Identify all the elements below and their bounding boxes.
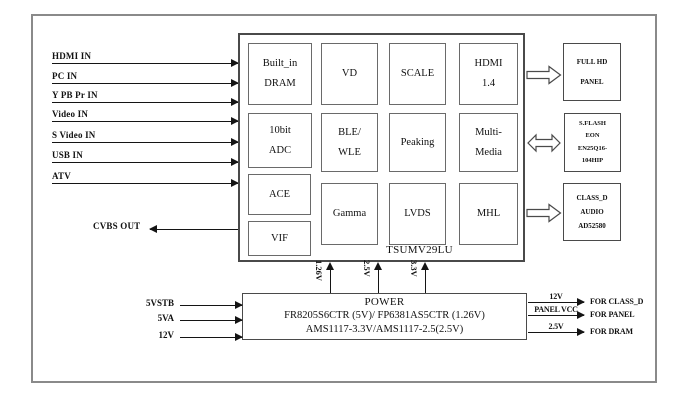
input-label-svideo: S Video IN — [52, 130, 96, 140]
peripheral-spi-flash: S.FLASH EON EN25Q16- 104HIP — [564, 113, 621, 172]
block-ace: ACE — [248, 174, 311, 215]
input-label-usb: USB IN — [52, 150, 83, 160]
block-gamma: Gamma — [321, 183, 378, 245]
arrowhead-up-icon — [326, 262, 334, 270]
cvbs-out-label: CVBS OUT — [93, 221, 141, 231]
rail-label-3v3: 3.3V — [409, 260, 419, 277]
power-input-label-12v: 12V — [158, 330, 175, 340]
arrowhead-icon — [149, 225, 157, 234]
block-vif: VIF — [248, 221, 311, 256]
block-arrow-right-icon — [526, 65, 562, 85]
power-output-rail-2v5: 2.5V — [548, 322, 564, 331]
block-arrow-right-icon — [526, 203, 562, 223]
power-block: POWER FR8205S6CTR (5V)/ FP6381AS5CTR (1.… — [242, 293, 527, 340]
input-line-atv — [52, 179, 239, 188]
block-ble-wle: BLE/ WLE — [321, 113, 378, 172]
peripheral-fullhd-panel: FULL HD PANEL — [563, 43, 621, 101]
arrowhead-icon — [235, 316, 243, 325]
arrowhead-icon — [231, 98, 239, 107]
power-input-line — [180, 333, 243, 342]
input-line-ypbpr — [52, 98, 239, 107]
input-label-ypbpr: Y PB Pr IN — [52, 90, 98, 100]
power-output-dest-classd: FOR CLASS_D — [590, 297, 644, 306]
arrowhead-icon — [577, 328, 585, 337]
input-label-video: Video IN — [52, 109, 89, 119]
rail-label-2v5: 2.5V — [362, 260, 372, 277]
input-label-atv: ATV — [52, 171, 71, 181]
chip-label: TSUMV29LU — [386, 244, 453, 256]
block-lvds: LVDS — [389, 183, 446, 245]
power-output-dest-dram: FOR DRAM — [590, 327, 633, 336]
block-multimedia: Multi- Media — [459, 113, 518, 172]
block-mhl: MHL — [459, 183, 518, 245]
power-output-dest-panel: FOR PANEL — [590, 310, 635, 319]
chip-tsumv29lu: Built_in DRAM VD SCALE HDMI 1.4 10bit AD… — [238, 33, 525, 262]
peripheral-classd-audio: CLASS_D AUDIO AD52580 — [563, 183, 621, 241]
power-input-label-5vstb: 5VSTB — [145, 298, 174, 308]
block-peaking: Peaking — [389, 113, 446, 172]
power-output-line — [528, 328, 585, 337]
arrowhead-icon — [231, 117, 239, 126]
block-10bit-adc: 10bit ADC — [248, 113, 312, 168]
arrowhead-icon — [235, 333, 243, 342]
rail-line — [425, 270, 426, 293]
power-input-label-5va: 5VA — [157, 313, 174, 323]
arrowhead-icon — [231, 179, 239, 188]
block-arrow-double-icon — [527, 133, 561, 153]
power-output-rail-12v: 12V — [549, 292, 563, 301]
input-line-pc — [52, 79, 239, 88]
arrowhead-icon — [231, 79, 239, 88]
block-hdmi14: HDMI 1.4 — [459, 43, 518, 105]
arrowhead-up-icon — [374, 262, 382, 270]
power-input-line — [180, 301, 243, 310]
rail-label-1v26: 1.26V — [314, 260, 324, 282]
input-line-hdmi — [52, 59, 239, 68]
rail-line — [378, 270, 379, 293]
arrowhead-up-icon — [421, 262, 429, 270]
power-output-line — [528, 298, 585, 307]
power-regulators-line1: FR8205S6CTR (5V)/ FP6381AS5CTR (1.26V) — [284, 310, 485, 321]
power-output-rail-panelvcc: PANEL VCC — [534, 305, 578, 314]
power-regulators-line2: AMS1117-3.3V/AMS1117-2.5(2.5V) — [305, 324, 464, 335]
cvbs-out-line — [149, 225, 238, 234]
rail-line — [330, 270, 331, 293]
power-title: POWER — [364, 296, 405, 308]
power-input-line — [180, 316, 243, 325]
arrowhead-icon — [577, 311, 585, 320]
block-built-in-dram: Built_in DRAM — [248, 43, 312, 105]
block-vd: VD — [321, 43, 378, 105]
arrowhead-icon — [235, 301, 243, 310]
arrowhead-icon — [231, 59, 239, 68]
input-label-hdmi: HDMI IN — [52, 51, 92, 61]
arrowhead-icon — [231, 138, 239, 147]
power-output-line — [528, 311, 585, 320]
input-line-usb — [52, 158, 239, 167]
arrowhead-icon — [231, 158, 239, 167]
input-line-video — [52, 117, 239, 126]
input-line-svideo — [52, 138, 239, 147]
block-scale: SCALE — [389, 43, 446, 105]
input-label-pc: PC IN — [52, 71, 78, 81]
arrowhead-icon — [577, 298, 585, 307]
